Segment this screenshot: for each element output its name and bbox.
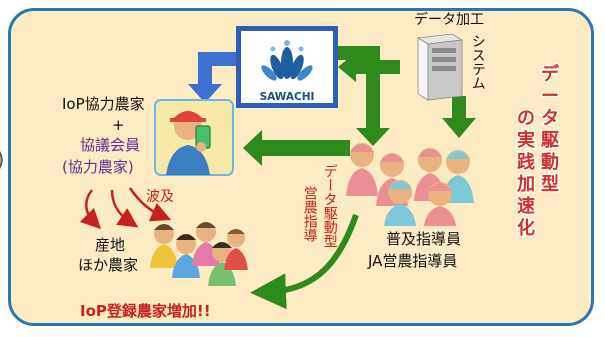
extension-instructor-label: 普及指導員 [386,230,462,248]
green-arrow-logo-to-instructors [338,46,390,146]
server-label-line2: システム [469,34,486,90]
farmer-phone-icon [154,99,234,176]
green-arrow-server-to-instructors [442,96,476,138]
edge-paren-fragment: ) [0,148,5,173]
server-icon [416,33,464,101]
green-curve-arrow [250,213,359,310]
other-farmers-label: ほか農家 [78,256,139,274]
data-driven-vertical-label: データ駆動型 [321,164,338,248]
farmers-label: IoP協力農家 [62,95,145,113]
blue-arrow-to-farmer [188,52,236,103]
red-spread-arrows [79,187,172,230]
farmers-plus: + [112,116,125,134]
region-label: 産地 [95,236,126,254]
council-label: 協議会員 [80,136,141,154]
footer-headline: IoP登録農家増加!! [80,302,211,320]
cooperating-farmers-label: (協力農家) [62,158,134,176]
region-farmers-icon [150,222,248,286]
spread-label: 波及 [146,189,174,205]
ja-instructor-label: JA営農指導員 [368,252,458,270]
sawachi-logo-text: SAWACHI [259,91,315,103]
headline-column-2: の実践加速化 [516,108,535,239]
headline-column-1: データ駆動型 [541,63,560,195]
sawachi-leaf-icon [261,40,313,81]
green-arrow-instructors-to-farmer [243,130,350,166]
sawachi-logo-box: SAWACHI [236,26,338,108]
instructor-group-icon [346,143,474,226]
server-label-line1: データ加工 [414,12,484,28]
farming-guidance-vertical-label: 営農指導 [301,186,318,242]
